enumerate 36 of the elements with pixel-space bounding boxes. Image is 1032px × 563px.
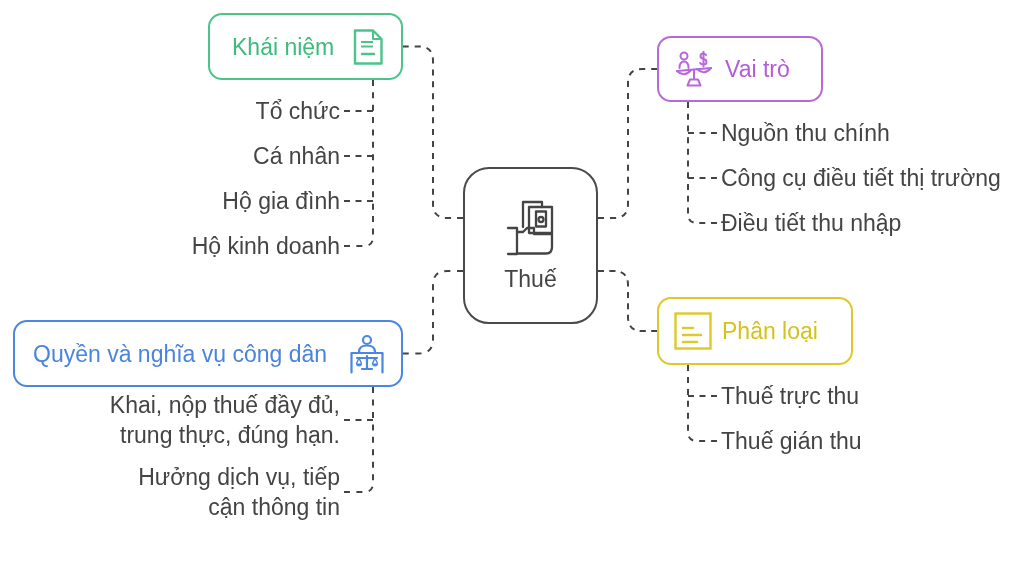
dashed-connector xyxy=(687,101,718,224)
branch-title: Khái niệm xyxy=(232,32,335,61)
branch-title: Vai trò xyxy=(725,55,790,83)
dashed-connector xyxy=(343,155,374,157)
dashed-connector xyxy=(402,45,464,219)
dashed-connector xyxy=(343,419,374,421)
branch-item-text: Hộ gia đình xyxy=(218,186,344,216)
dashed-connector xyxy=(687,395,718,397)
branch-box xyxy=(657,36,823,102)
branch-item-text: Hưởng dịch vụ, tiếp cận thông tin xyxy=(116,462,344,522)
branch-item-text: Khai, nộp thuế đầy đủ, trung thực, đúng hạn. xyxy=(96,390,344,450)
dashed-connector xyxy=(343,79,374,247)
dashed-connector xyxy=(343,110,374,112)
branch-item-text: Hộ kinh doanh xyxy=(187,231,344,261)
branch-item-text: Tổ chức xyxy=(251,96,344,126)
branch-box xyxy=(657,297,853,365)
dashed-connector xyxy=(687,177,718,179)
central-topic-box xyxy=(463,167,598,324)
dashed-connector xyxy=(597,270,658,332)
dashed-connector xyxy=(687,132,718,134)
branch-box xyxy=(13,320,403,387)
branch-item-text: Cá nhân xyxy=(249,141,344,171)
dashed-connector xyxy=(687,364,718,442)
dashed-connector xyxy=(343,386,374,493)
dashed-connector xyxy=(597,68,658,219)
branch-box xyxy=(208,13,403,80)
central-topic-title: Thuế xyxy=(504,265,557,292)
dashed-connector xyxy=(402,270,464,355)
branch-title: Quyền và nghĩa vụ công dân xyxy=(33,339,328,368)
branch-item-text: Thuế gián thu xyxy=(717,426,866,456)
branch-title: Phân loại xyxy=(722,317,818,345)
branch-item-text: Nguồn thu chính xyxy=(717,118,894,148)
branch-item-text: Điều tiết thu nhập xyxy=(717,208,906,238)
dashed-connector xyxy=(343,200,374,202)
branch-item-text: Công cụ điều tiết thị trường xyxy=(717,163,1005,193)
branch-item-text: Thuế trực thu xyxy=(717,381,864,411)
